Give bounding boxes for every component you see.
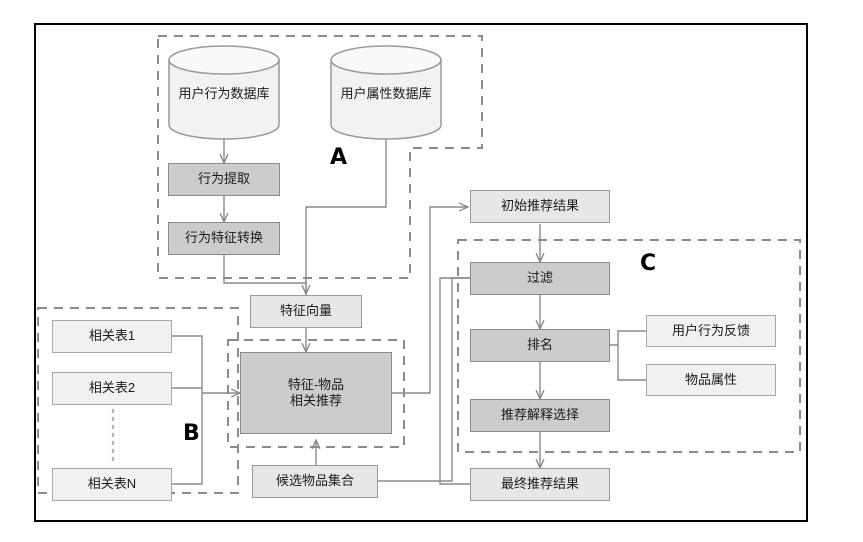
node-feature-vector[interactable]: 特征向量	[250, 295, 362, 328]
node-recommend-explain-select[interactable]: 推荐解释选择	[470, 399, 610, 432]
group-label-a: A	[330, 145, 348, 170]
node-final-recommend-result[interactable]: 最终推荐结果	[470, 468, 610, 501]
node-ranking[interactable]: 排名	[470, 329, 610, 362]
node-initial-recommend-result[interactable]: 初始推荐结果	[470, 190, 610, 223]
db-user-attribute-label: 用户属性数据库	[340, 85, 432, 101]
group-label-c: C	[640, 251, 657, 276]
node-feature-item-recommend[interactable]: 特征-物品 相关推荐	[240, 352, 392, 434]
node-related-table-1[interactable]: 相关表1	[52, 320, 172, 353]
node-related-table-n[interactable]: 相关表N	[52, 468, 172, 501]
node-filter[interactable]: 过滤	[470, 262, 610, 295]
node-related-table-2[interactable]: 相关表2	[52, 372, 172, 405]
node-behavior-extraction[interactable]: 行为提取	[168, 163, 280, 196]
node-item-attribute[interactable]: 物品属性	[646, 364, 776, 396]
node-candidate-item-set[interactable]: 候选物品集合	[252, 465, 378, 498]
node-user-behavior-feedback[interactable]: 用户行为反馈	[646, 315, 776, 347]
group-label-b: B	[183, 421, 200, 446]
db-user-behavior-label: 用户行为数据库	[178, 85, 270, 101]
node-behavior-feature-transform[interactable]: 行为特征转换	[168, 222, 280, 255]
